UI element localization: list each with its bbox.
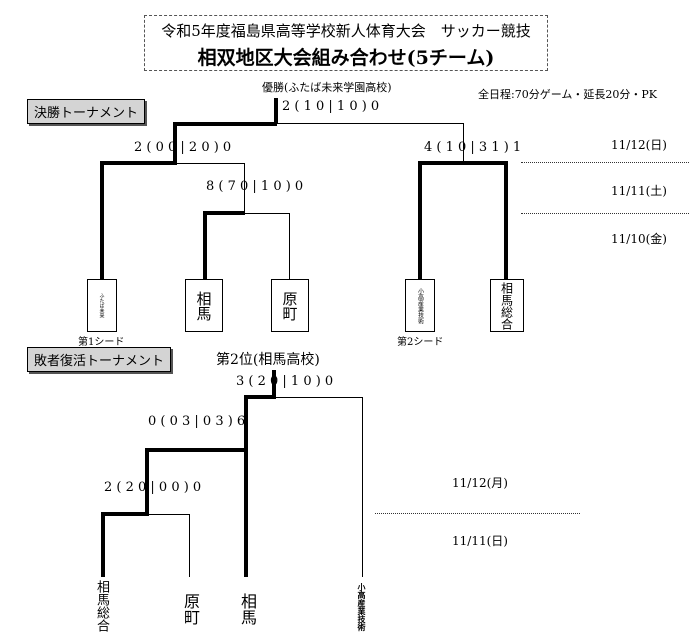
c-semi-up <box>244 395 248 450</box>
final-tournament-label: 決勝トーナメント <box>27 99 146 124</box>
team-box-somasogo: 相馬総合 <box>490 279 524 332</box>
c-final-left-bar <box>244 395 276 399</box>
final-score: 2 ( 1 0 | 1 0 ) 0 <box>282 99 380 114</box>
champion-line <box>274 98 278 124</box>
team-name-soma: 相馬 <box>194 290 213 321</box>
c-team-haramachi: 原町 <box>181 593 200 625</box>
c-team-soma: 相馬 <box>238 593 257 625</box>
date-final-3: 11/10(金) <box>611 232 667 246</box>
c-semi-bar <box>145 448 248 452</box>
c-first-up <box>145 448 149 514</box>
qf-up <box>244 163 245 213</box>
ff-left-down <box>100 161 104 281</box>
title-line-1: 令和5年度福島県高等学校新人体育大会 サッカー競技 <box>161 22 531 40</box>
soma-down <box>203 211 207 281</box>
date-divider-2 <box>521 213 689 214</box>
c-first-score: 2 ( 2 0 | 0 0 ) 0 <box>104 480 202 495</box>
semi-right-right-bar <box>464 161 508 165</box>
c-semi-score: 0 ( 0 3 | 0 3 ) 6 <box>148 414 246 429</box>
title-box: 令和5年度福島県高等学校新人体育大会 サッカー競技 相双地区大会組み合わせ(5チ… <box>144 15 548 71</box>
semi-right-score: 4 ( 1 0 | 3 1 ) 1 <box>424 140 522 155</box>
date-final-1: 11/12(日) <box>611 138 667 152</box>
c-team-somasogo: 相馬総合 <box>94 580 109 632</box>
odaka-down <box>418 161 422 281</box>
date-divider-1 <box>521 162 689 163</box>
c-first-left-bar <box>101 512 149 516</box>
semi-left-left-bar <box>100 161 177 165</box>
seed-1-label: 第1シード <box>78 337 125 348</box>
qf-left-bar <box>203 211 245 215</box>
team-box-soma: 相馬 <box>185 279 223 332</box>
team-name-odaka: 小高産業技術 <box>416 287 424 324</box>
semi-right-left-bar <box>418 161 464 165</box>
team-name-haramachi: 原町 <box>280 290 299 321</box>
c-first-right-bar <box>149 514 190 515</box>
semi-left-up <box>173 122 177 164</box>
c-team-odaka: 小高産業技術 <box>357 583 367 631</box>
title-line-2: 相双地区大会組み合わせ(5チーム) <box>197 47 495 69</box>
somasogo-down <box>504 161 508 281</box>
odaka-c-down <box>362 397 363 577</box>
c-date-divider <box>375 513 580 514</box>
team-name-futaba: ふたば未来 <box>98 293 105 318</box>
qf-right-bar <box>245 213 290 214</box>
c-final-right-bar <box>276 397 363 398</box>
semi-left-score: 2 ( 0 0 | 2 0 ) 0 <box>134 140 232 155</box>
consolation-tournament-label: 敗者復活トーナメント <box>27 347 172 372</box>
team-name-somasogo: 相馬総合 <box>499 281 514 330</box>
date-final-2: 11/11(土) <box>611 184 667 198</box>
winner-label: 優勝(ふたば未来学園高校) <box>262 81 392 94</box>
c-final-up <box>272 370 276 397</box>
final-right-bar <box>277 123 464 124</box>
team-box-futaba: ふたば未来 <box>87 279 117 332</box>
haramachi-down <box>289 213 290 281</box>
seed-2-label: 第2シード <box>397 337 444 348</box>
somasogo-c-down <box>101 512 105 577</box>
c-date-2: 11/11(日) <box>452 534 508 548</box>
c-final-score: 3 ( 2 0 | 1 0 ) 0 <box>236 374 334 389</box>
semi-left-right-bar <box>177 163 245 164</box>
second-place-label: 第2位(相馬高校) <box>216 352 320 368</box>
haramachi-c-down <box>189 514 190 577</box>
quarter-score: 8 ( 7 0 | 1 0 ) 0 <box>206 179 304 194</box>
soma-c-down <box>244 448 248 577</box>
schedule-note: 全日程:70分ゲーム・延長20分・PK <box>478 88 657 101</box>
semi-right-up <box>463 123 464 163</box>
team-box-haramachi: 原町 <box>271 279 309 332</box>
c-date-1: 11/12(月) <box>452 476 508 490</box>
team-box-odaka: 小高産業技術 <box>405 279 435 332</box>
final-left-bar <box>173 122 277 126</box>
